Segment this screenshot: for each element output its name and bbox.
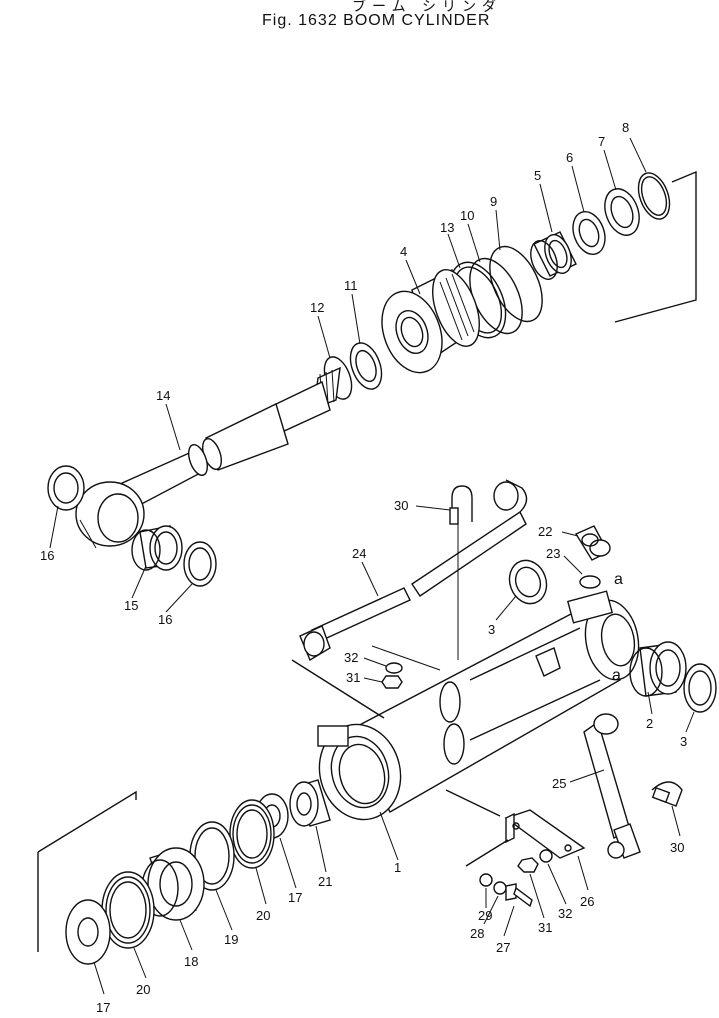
- part-21-nut: [289, 779, 331, 827]
- part-3-dust-seal-right: [683, 663, 717, 713]
- callout-3-mid: 3: [488, 622, 495, 637]
- part-26-bracket: [504, 809, 586, 859]
- callout-20-lower: 20: [136, 982, 150, 997]
- callout-29: 29: [478, 908, 492, 923]
- group-bracket-bottom: [37, 790, 137, 853]
- callout-1: 1: [394, 860, 401, 875]
- group-line-lower2: [465, 839, 509, 867]
- callout-16-right: 16: [158, 612, 172, 627]
- part-9-ring: [489, 245, 543, 323]
- part-25-tube: [583, 713, 641, 859]
- callout-labels: 8 7 6 5 9 10 13 4 11 12 14 16 15 16 30 2…: [40, 120, 687, 1015]
- callout-15: 15: [124, 598, 138, 613]
- part-1-cylinder-tube: [317, 590, 640, 821]
- callout-12: 12: [310, 300, 324, 315]
- part-4-piston: [381, 269, 480, 374]
- part-15-bushing: [131, 525, 183, 571]
- callout-27: 27: [496, 940, 510, 955]
- callout-17-upper: 17: [288, 890, 302, 905]
- part-20-seal-upper: [229, 799, 275, 869]
- callout-26: 26: [580, 894, 594, 909]
- part-31-nut-lower: [517, 857, 539, 873]
- title-japanese: ブーム シリンダ: [352, 0, 503, 15]
- part-22-elbow: [574, 525, 611, 561]
- callout-25: 25: [552, 776, 566, 791]
- part-30-clamp-upper: [449, 485, 473, 525]
- part-17-plate-lower: [65, 899, 111, 965]
- callout-9: 9: [490, 194, 497, 209]
- leader-32-31: [371, 645, 441, 671]
- callout-3-right: 3: [680, 734, 687, 749]
- part-32-washer-lower: [539, 849, 553, 863]
- callout-8: 8: [622, 120, 629, 135]
- leader-lines: [49, 137, 695, 995]
- part-20-seal-lower: [101, 871, 155, 949]
- callout-14: 14: [156, 388, 170, 403]
- callout-11: 11: [344, 278, 358, 293]
- callout-17-lower: 17: [96, 1000, 110, 1015]
- group-line-lower: [445, 789, 501, 817]
- callout-32-mid: 32: [344, 650, 358, 665]
- callout-10: 10: [460, 208, 474, 223]
- part-23-o-ring: [579, 575, 601, 589]
- callout-a-lower: a: [612, 667, 621, 684]
- callout-16-left: 16: [40, 548, 54, 563]
- part-7-seal: [604, 188, 640, 236]
- figure-title: Fig. 1632 BOOM CYLINDER: [262, 12, 491, 29]
- callout-31-lower: 31: [538, 920, 552, 935]
- callout-13: 13: [440, 220, 454, 235]
- part-31-nut-mid: [381, 675, 403, 689]
- callout-20-upper: 20: [256, 908, 270, 923]
- part-3-dust-seal-mid: [508, 559, 548, 605]
- callout-4: 4: [400, 244, 407, 259]
- callout-23: 23: [546, 546, 560, 561]
- part-16-dust-seal-right: [183, 541, 217, 587]
- part-16-dust-seal-left: [47, 465, 85, 511]
- callout-31-mid: 31: [346, 670, 360, 685]
- callout-22: 22: [538, 524, 552, 539]
- callout-30-upper: 30: [394, 498, 408, 513]
- callout-19: 19: [224, 932, 238, 947]
- group-bracket-top: [614, 170, 697, 323]
- callout-28: 28: [470, 926, 484, 941]
- part-8-snap-ring: [637, 172, 671, 220]
- part-24-tube: [299, 479, 528, 662]
- part-28-washer: [493, 881, 507, 895]
- part-2-bushing: [629, 641, 687, 697]
- group-line-mid: [291, 659, 385, 719]
- callout-30-lower: 30: [670, 840, 684, 855]
- callout-6: 6: [566, 150, 573, 165]
- part-6-seal: [572, 210, 606, 256]
- callout-32-lower: 32: [558, 906, 572, 921]
- callout-a-upper: a: [614, 571, 623, 588]
- part-14-piston-rod: [75, 366, 341, 549]
- callout-2: 2: [646, 716, 653, 731]
- callout-5: 5: [534, 168, 541, 183]
- part-32-washer-mid: [385, 662, 403, 674]
- part-30-clamp-lower: [651, 781, 683, 807]
- part-29-washer: [479, 873, 493, 887]
- callout-21: 21: [318, 874, 332, 889]
- callout-24: 24: [352, 546, 366, 561]
- callout-18: 18: [184, 954, 198, 969]
- part-11-seal: [349, 342, 383, 390]
- callout-7: 7: [598, 134, 605, 149]
- part-27-bolt: [505, 883, 533, 908]
- part-5-bushing: [530, 231, 577, 280]
